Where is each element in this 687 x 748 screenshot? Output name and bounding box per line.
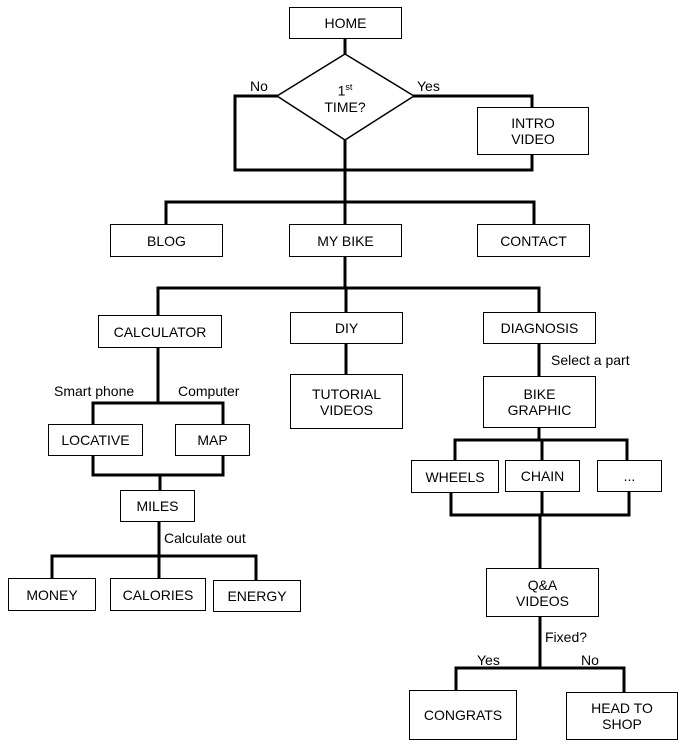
my-bike-node[interactable]: MY BIKE [289,224,402,257]
more-parts-node[interactable]: ... [597,460,662,492]
map-node[interactable]: MAP [175,424,250,456]
head-to-shop-node[interactable]: HEAD TO SHOP [566,692,678,740]
qa-videos-node[interactable]: Q&A VIDEOS [486,568,599,617]
calories-node[interactable]: CALORIES [110,578,206,611]
home-node[interactable]: HOME [289,7,402,39]
locative-node[interactable]: LOCATIVE [48,424,143,456]
calculate-out-label: Calculate out [164,530,246,546]
contact-node[interactable]: CONTACT [477,224,590,257]
computer-label: Computer [178,383,240,399]
intro-video-node[interactable]: INTRO VIDEO [477,107,589,155]
smart-phone-label: Smart phone [54,383,135,399]
calculator-node[interactable]: CALCULATOR [98,315,222,348]
miles-node[interactable]: MILES [120,490,195,522]
diagnosis-node[interactable]: DIAGNOSIS [483,312,596,344]
chain-node[interactable]: CHAIN [505,460,580,492]
tutorial-videos-node[interactable]: TUTORIAL VIDEOS [290,374,403,429]
wheels-node[interactable]: WHEELS [411,460,499,493]
no-branch-label: No [250,78,268,94]
fixed-question-label: Fixed? [545,629,588,645]
money-node[interactable]: MONEY [8,578,96,611]
no-fixed-label: No [581,652,599,668]
select-a-part-label: Select a part [551,352,630,368]
energy-node[interactable]: ENERGY [213,580,301,612]
bike-graphic-node[interactable]: BIKE GRAPHIC [483,376,596,428]
home-label: HOME [324,15,367,31]
first-time-decision-diamond [275,53,416,141]
yes-fixed-label: Yes [477,652,500,668]
yes-branch-label: Yes [417,78,440,94]
congrats-node[interactable]: CONGRATS [409,690,517,740]
diy-node[interactable]: DIY [290,312,403,344]
blog-node[interactable]: BLOG [110,224,223,257]
first-time-label: 1st TIME? [324,82,366,115]
